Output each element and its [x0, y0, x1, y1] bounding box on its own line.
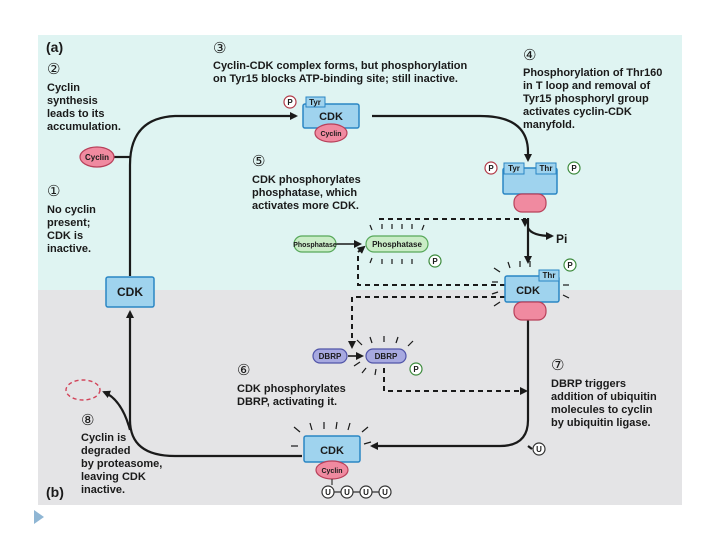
cyclin-free-label: Cyclin	[85, 153, 109, 162]
ubiquitin-free-label: U	[536, 445, 542, 454]
dbrp-activity-rays	[353, 336, 414, 376]
step-1-number: ①	[47, 182, 60, 200]
cdk-active-label: CDK	[516, 285, 540, 297]
pi-label: Pi	[556, 232, 567, 246]
cyclin-thr	[513, 193, 547, 213]
arrow-ubiquitin-join	[527, 445, 533, 450]
step-2-number: ②	[47, 60, 60, 78]
arrow-pi-release	[527, 227, 554, 240]
cdk-ubiquitinated-label: CDK	[320, 445, 344, 457]
arrow-to-degraded-cyclin	[102, 390, 132, 431]
step-7-text: DBRP triggers addition of ubiquitin mole…	[551, 378, 660, 429]
dbrp-inactive	[312, 348, 348, 364]
ubiquitin-4	[378, 485, 392, 499]
cyclin-ubiquitinated-label: Cyclin	[321, 468, 342, 475]
cyclin-degraded	[65, 379, 101, 401]
arrow-active-to-degraded	[370, 318, 530, 450]
step-1-text: No cyclin present; CDK is inactive.	[47, 204, 99, 255]
ubiquitin-3	[359, 485, 373, 499]
phosphatase-inactive	[293, 235, 337, 253]
ubiquitin-1-label: U	[325, 488, 331, 497]
cyclin-complex	[314, 123, 348, 143]
dash-active-to-dbrp	[348, 296, 505, 349]
step-6-number: ⑥	[237, 361, 250, 379]
cdk-ubiquitinated-rays	[291, 421, 372, 447]
ubiquitin-4-label: U	[382, 488, 388, 497]
step-7-number: ⑦	[551, 356, 564, 374]
phosphatase-activity-rays	[369, 224, 425, 264]
phosphate-tyr-2-label: P	[488, 164, 494, 173]
phosphate-thr	[567, 161, 581, 175]
cdk-inactive-box	[105, 276, 155, 308]
step-6-text: CDK phosphorylates DBRP, activating it.	[237, 383, 349, 408]
phosphate-tyr	[283, 95, 297, 109]
step-2-text: Cyclin synthesis leads to its accumulati…	[47, 82, 121, 133]
dbrp-inactive-label: DBRP	[319, 352, 342, 361]
phosphate-dbrp-label: P	[413, 365, 419, 374]
ubiquitin-1	[321, 485, 335, 499]
thr-site-active-label: Thr	[543, 271, 556, 280]
phosphatase-active-label: Phosphatase	[372, 240, 422, 249]
phosphatase-inactive-label: Phosphatase	[293, 242, 337, 249]
step-8-text: Cyclin is degraded by proteasome, leavin…	[81, 432, 165, 496]
arrow-degraded-loop	[126, 310, 302, 458]
step-5-number: ⑤	[252, 152, 265, 170]
phosphate-thr-active-label: P	[567, 261, 573, 270]
cyclin-active	[513, 301, 547, 321]
thr-site	[535, 162, 557, 175]
panel-b-background	[38, 290, 682, 505]
phosphate-phosphatase-label: P	[432, 257, 438, 266]
step-4-text: Phosphorylation of Thr160 in T loop and …	[523, 67, 665, 131]
tyr-site-label: Tyr	[309, 98, 321, 107]
slide-bullet-triangle-icon	[34, 510, 44, 524]
ubiquitin-3-label: U	[363, 488, 369, 497]
phosphate-tyr-2	[484, 161, 498, 175]
tyr-site-2	[503, 162, 525, 175]
phosphate-thr-label: P	[571, 164, 577, 173]
step-3-number: ③	[213, 39, 226, 57]
phosphate-phosphatase	[428, 254, 442, 268]
cdk-active-rays	[491, 261, 570, 307]
phosphate-tyr-label: P	[287, 98, 293, 107]
tyr-site-2-label: Tyr	[508, 164, 520, 173]
thr-site-active	[538, 269, 560, 282]
panel-b-label: (b)	[46, 484, 64, 500]
arrow-complex-to-active	[372, 114, 532, 162]
phosphate-thr-active	[563, 258, 577, 272]
tyr-site	[305, 96, 326, 108]
ubiquitin-free	[532, 442, 546, 456]
ubiquitin-2	[340, 485, 354, 499]
cdk-inactive-label: CDK	[117, 285, 143, 299]
step-4-number: ④	[523, 46, 536, 64]
panel-a-label: (a)	[46, 39, 63, 55]
dash-active-to-phosphatase	[356, 245, 505, 286]
arrow-to-complex	[128, 112, 298, 166]
step-8-number: ⑧	[81, 411, 94, 429]
thr-site-label: Thr	[540, 164, 553, 173]
ubiquitin-2-label: U	[344, 488, 350, 497]
dbrp-active-label: DBRP	[375, 352, 398, 361]
step-3-text: Cyclin-CDK complex forms, but phosphoryl…	[213, 60, 470, 85]
dbrp-active	[365, 348, 407, 364]
phosphate-dbrp	[409, 362, 423, 376]
dash-phosphatase-to-active	[379, 218, 529, 227]
cyclin-free	[79, 146, 115, 168]
ubiquitin-chain: U U U U	[321, 485, 392, 499]
cdk-complex-label: CDK	[319, 111, 343, 123]
cyclin-complex-label: Cyclin	[320, 131, 341, 138]
dash-dbrp-to-ubiquitination	[383, 368, 528, 395]
step-5-text: CDK phosphorylates phosphatase, which ac…	[252, 174, 364, 212]
phosphatase-active	[365, 235, 429, 253]
